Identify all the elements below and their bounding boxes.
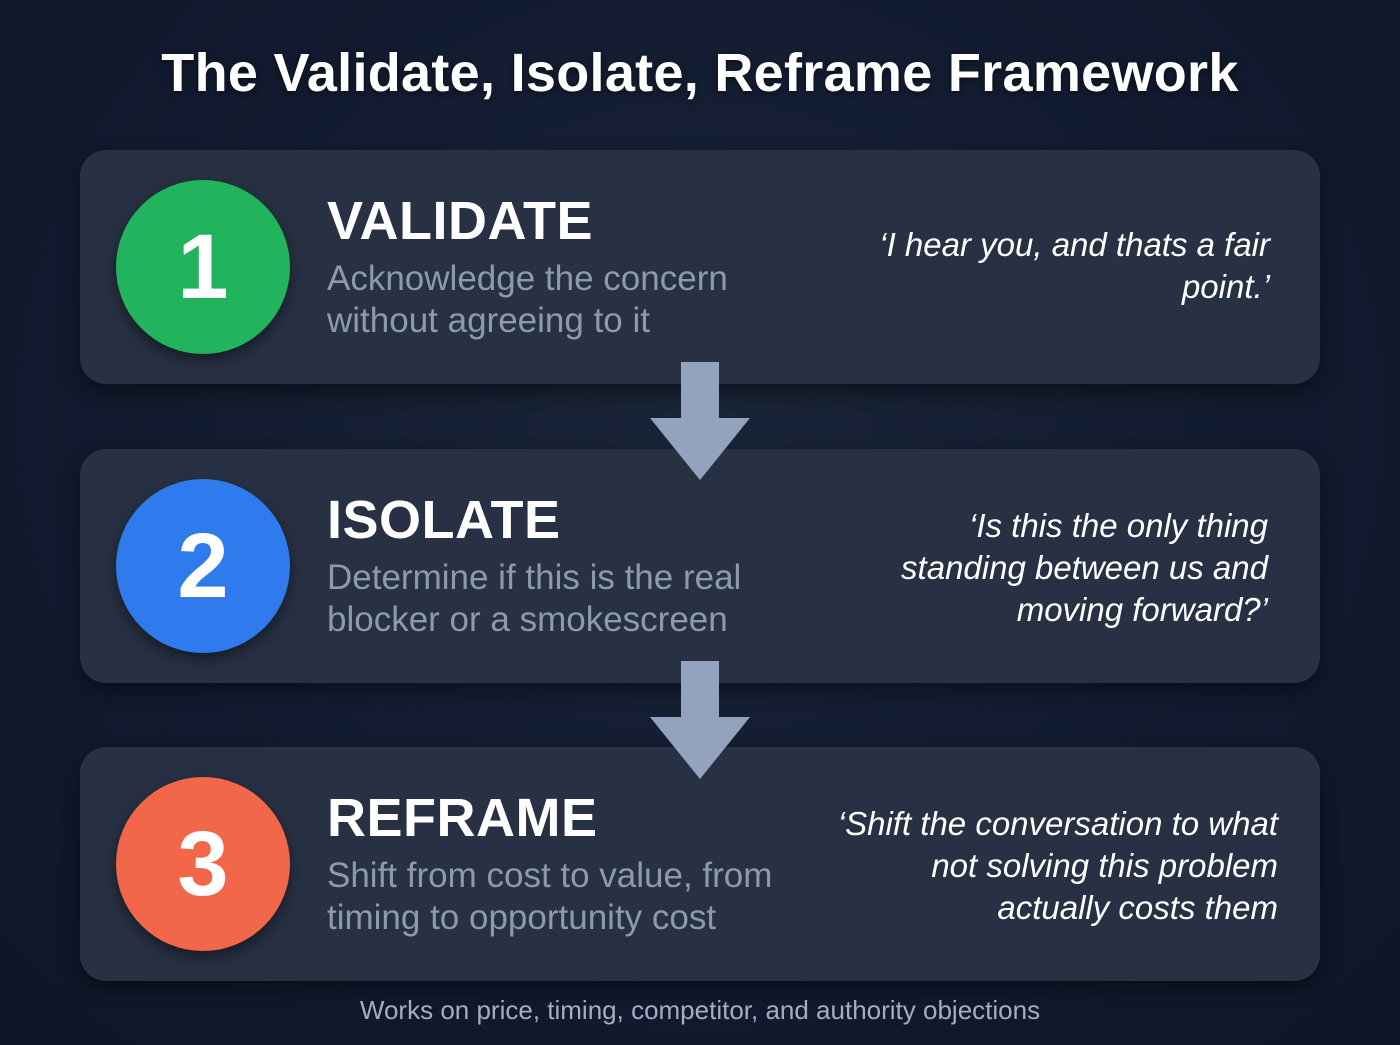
- step-title: VALIDATE: [327, 191, 593, 251]
- step-card-validate: 1 VALIDATE Acknowledge the concern witho…: [80, 150, 1320, 384]
- step-card-isolate: 2 ISOLATE Determine if this is the real …: [80, 449, 1320, 683]
- step-description: Determine if this is the real blocker or…: [327, 558, 742, 639]
- step-card-reframe: 3 REFRAME Shift from cost to value, from…: [80, 747, 1320, 981]
- step-number-badge: 3: [116, 777, 290, 951]
- step-quote: ‘Shift the conversation to what not solv…: [837, 805, 1278, 926]
- step-number-badge: 1: [116, 180, 290, 354]
- arrow-down-icon: [650, 362, 750, 480]
- step-number-badge: 2: [116, 479, 290, 653]
- step-quote: ‘I hear you, and thats a fair point.’: [879, 226, 1270, 305]
- step-description: Acknowledge the concern without agreeing…: [327, 259, 728, 340]
- step-title: ISOLATE: [327, 490, 561, 550]
- step-title: REFRAME: [327, 788, 598, 848]
- page-title: The Validate, Isolate, Reframe Framework: [161, 43, 1239, 103]
- arrow-down-icon: [650, 661, 750, 779]
- step-quote: ‘Is this the only thing standing between…: [901, 507, 1268, 628]
- step-description: Shift from cost to value, from timing to…: [327, 856, 773, 937]
- footer-note: Works on price, timing, competitor, and …: [359, 995, 1041, 1025]
